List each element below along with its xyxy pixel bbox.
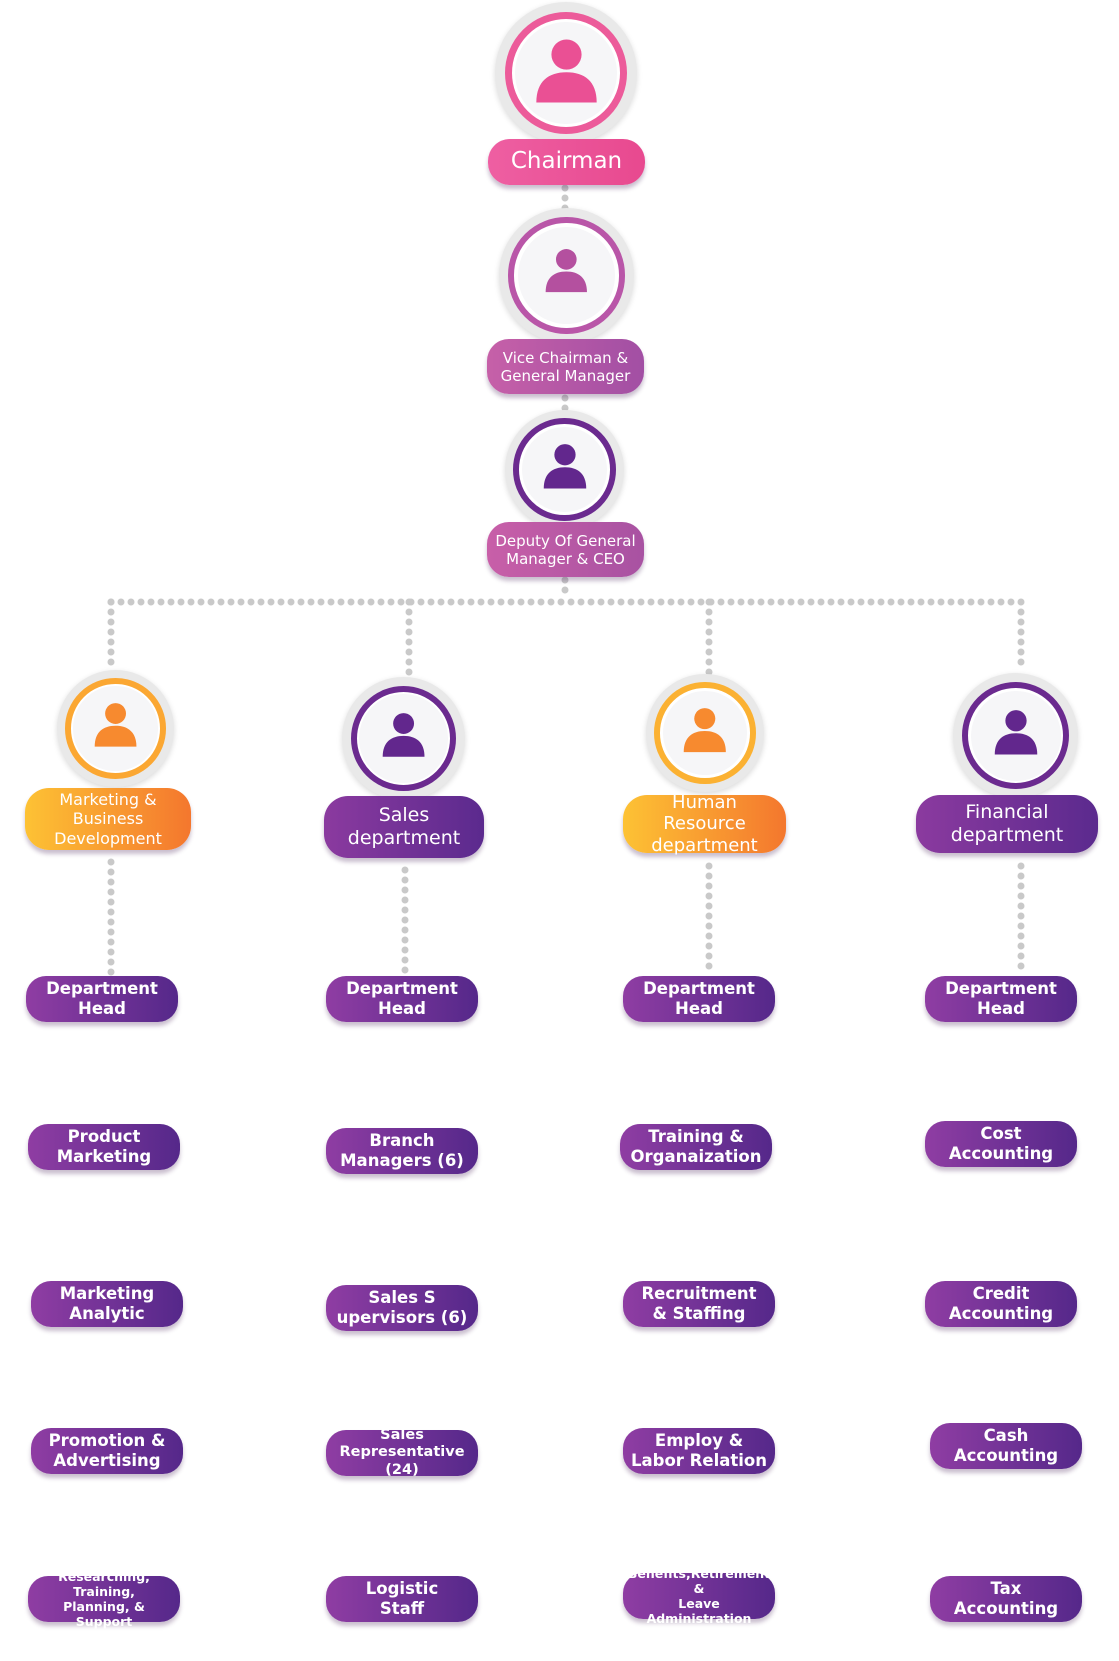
sales-unit-4: Logistic Staff (326, 1576, 478, 1622)
marketing-unit-3: Promotion & Advertising (31, 1428, 183, 1474)
financial-unit-4: Tax Accounting (930, 1576, 1082, 1622)
marketing-department-label: Marketing & Business Development (25, 788, 191, 850)
financial-avatar (953, 673, 1078, 798)
sales-unit-2: Sales S upervisors (6) (326, 1285, 478, 1331)
hr-avatar (646, 674, 764, 792)
chairman-label: Chairman (488, 139, 645, 185)
sales-unit-3: Sales Representative (24) (326, 1427, 478, 1478)
financial-unit-3: Cash Accounting (930, 1423, 1082, 1469)
person-icon (94, 703, 137, 748)
financial-department-head: Department Head (925, 976, 1077, 1022)
marketing-unit-2: Marketing Analytic (31, 1281, 183, 1327)
deputy-label: Deputy Of General Manager & CEO (487, 522, 644, 577)
person-icon (994, 709, 1037, 755)
hr-unit-3: Employ & Labor Relation (623, 1428, 775, 1474)
marketing-unit-4: Researching, Training, Planning, & Suppo… (28, 1569, 180, 1629)
vice-chairman-label: Vice Chairman & General Manager (487, 339, 644, 394)
person-icon (545, 248, 588, 292)
financial-unit-2: Credit Accounting (925, 1281, 1077, 1327)
sales-avatar (342, 677, 465, 800)
hr-department-head: Department Head (623, 976, 775, 1022)
marketing-unit-1: Product Marketing (28, 1124, 180, 1170)
hr-department-label: Human Resource department (623, 792, 786, 856)
deputy-avatar (505, 410, 624, 529)
person-icon (535, 39, 597, 103)
sales-department-label: Sales department (324, 796, 484, 858)
sales-unit-1: Branch Managers (6) (326, 1128, 478, 1174)
chairman-avatar (495, 2, 637, 144)
marketing-department-head: Department Head (26, 976, 178, 1022)
hr-unit-1: Training & Organaization (620, 1124, 772, 1170)
financial-unit-1: Cost Accounting (925, 1121, 1077, 1167)
vice-chairman-avatar (499, 208, 634, 343)
sales-department-head: Department Head (326, 976, 478, 1022)
hr-unit-2: Recruitment & Staffing (623, 1281, 775, 1327)
person-icon (543, 444, 586, 489)
person-icon (382, 713, 425, 757)
person-icon (683, 707, 727, 752)
hr-unit-4: Benefits,Retirement & Leave Administrati… (623, 1566, 775, 1626)
financial-department-label: Financial department (916, 795, 1098, 853)
marketing-avatar (57, 670, 174, 787)
